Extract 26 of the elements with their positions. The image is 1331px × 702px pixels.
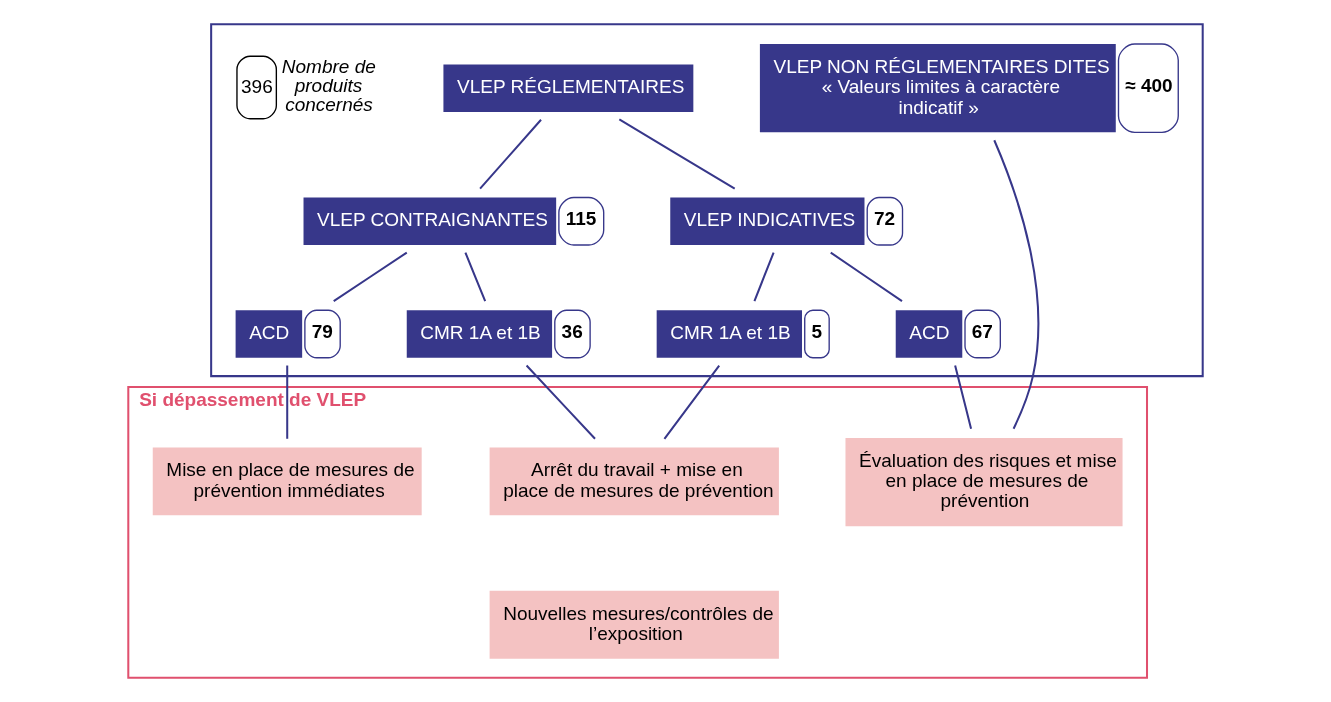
connector (618, 118, 736, 190)
node-label: 72 (874, 207, 896, 229)
node-label: 36 (561, 320, 583, 342)
node-box: Mise en place de mesures de prévention immédiates (152, 447, 422, 516)
node-box: Arrêt du travail + mise en place de mesures de prévention (489, 447, 779, 516)
connector (333, 251, 408, 302)
node-label: 79 (311, 320, 333, 342)
connector (954, 365, 973, 429)
node-box: VLEP RÉGLEMENTAIRES (443, 64, 694, 112)
connector (830, 251, 903, 302)
node-box: Nouvelles mesures/contrôles de l’exposition (489, 590, 779, 659)
cluster (210, 23, 1204, 378)
connector (993, 139, 1040, 430)
node-box: Évaluation des risques et mise en place de mesures de prévention (845, 437, 1123, 527)
label: Nombre de produits concernés (281, 55, 376, 115)
connector (286, 365, 289, 439)
connector (464, 252, 487, 302)
connector (663, 364, 720, 440)
connector (479, 119, 542, 190)
node-label: ≈ 400 (1125, 74, 1173, 96)
connector (525, 364, 596, 440)
node-label: 5 (811, 320, 823, 342)
node-label: 67 (971, 320, 993, 342)
node-label: 115 (565, 207, 597, 229)
label: 396 (241, 75, 273, 97)
connector (753, 252, 775, 302)
